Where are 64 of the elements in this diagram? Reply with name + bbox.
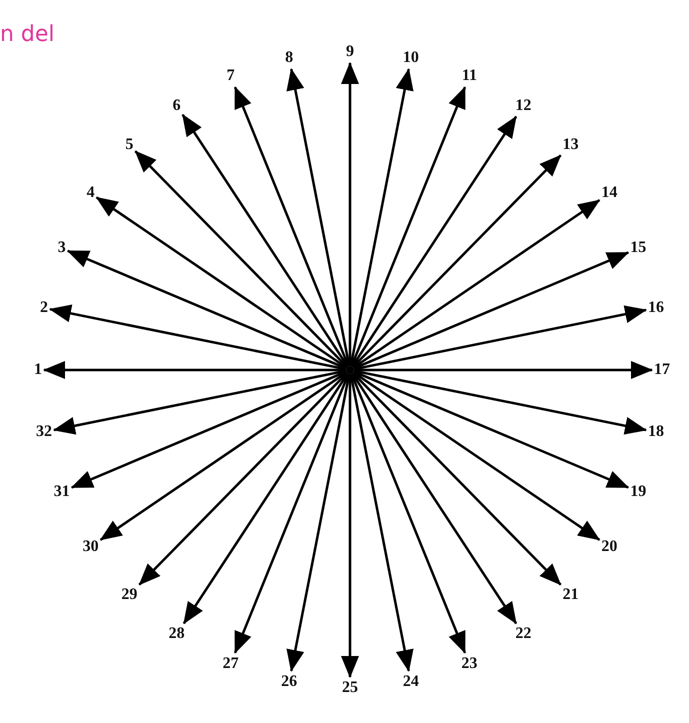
arrow <box>234 86 350 367</box>
number-label: 21 <box>562 586 579 604</box>
arrow <box>350 374 414 672</box>
number-label: 27 <box>222 654 239 673</box>
arrow <box>70 370 347 489</box>
number-label: 5 <box>125 136 134 154</box>
number-label: 32 <box>36 423 52 442</box>
arrow <box>96 196 348 369</box>
number-label: 31 <box>54 482 70 501</box>
number-label: 6 <box>172 96 181 115</box>
arrow <box>353 370 630 489</box>
number-label: 17 <box>654 361 670 379</box>
arrow <box>234 373 350 654</box>
number-label: 30 <box>82 538 99 556</box>
arrow <box>352 372 562 586</box>
number-label: 18 <box>648 423 664 442</box>
number-label: 19 <box>630 482 646 501</box>
arrow <box>351 116 518 368</box>
arrow <box>352 154 562 368</box>
arrow <box>53 370 346 435</box>
number-label: 8 <box>285 49 294 68</box>
arrow <box>49 304 346 370</box>
number-label: 26 <box>281 672 298 691</box>
arrow <box>286 68 350 366</box>
number-label: 16 <box>648 298 664 317</box>
number-label: 14 <box>601 184 618 202</box>
arrow <box>352 199 600 369</box>
arrow <box>354 305 647 370</box>
number-label: 13 <box>562 136 579 154</box>
number-label: 2 <box>40 298 48 317</box>
arrow <box>341 374 359 678</box>
number-label: 7 <box>226 67 235 86</box>
number-label: 23 <box>461 654 478 673</box>
arrow <box>354 370 647 435</box>
arrow <box>134 150 348 368</box>
arrow <box>350 373 466 654</box>
arrow <box>286 374 350 672</box>
number-label: 28 <box>168 625 185 644</box>
caption-fragment: n del <box>0 22 55 47</box>
arrow <box>182 114 349 368</box>
arrow <box>138 372 348 586</box>
number-label: 22 <box>515 625 532 644</box>
number-label: 29 <box>121 586 138 604</box>
arrow <box>353 251 630 370</box>
number-label: 12 <box>515 96 532 115</box>
number-label: 9 <box>346 43 354 61</box>
arrow <box>350 68 414 366</box>
number-label: 1 <box>34 361 42 379</box>
arrow <box>66 250 347 370</box>
number-label: 24 <box>402 672 419 691</box>
arrow <box>350 86 466 367</box>
arrow <box>352 371 600 541</box>
arrow <box>100 371 348 541</box>
arrow <box>354 361 653 379</box>
arrow <box>351 372 518 624</box>
arrow <box>182 372 349 624</box>
number-label: 10 <box>402 49 419 68</box>
number-label: 20 <box>601 538 618 556</box>
number-label: 25 <box>342 679 358 697</box>
number-label: 3 <box>58 239 66 258</box>
number-label: 15 <box>630 239 646 258</box>
number-label: 4 <box>86 184 95 202</box>
arrow <box>341 62 359 366</box>
number-label: 11 <box>462 67 477 86</box>
